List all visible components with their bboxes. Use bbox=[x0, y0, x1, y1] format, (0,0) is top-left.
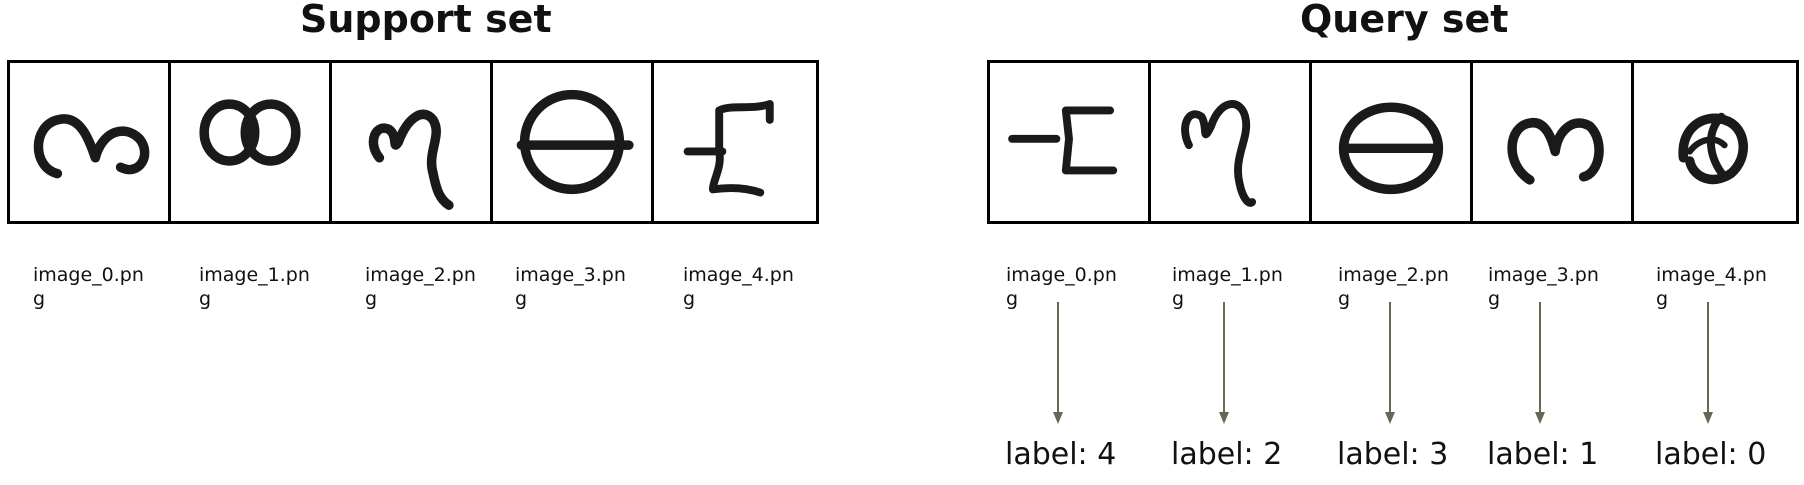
query-image-3[interactable] bbox=[1470, 60, 1634, 224]
support-image-1[interactable] bbox=[168, 60, 332, 224]
loop-bowl-glyph-icon bbox=[1507, 118, 1604, 185]
query-label-1: label: 2 bbox=[1171, 437, 1283, 472]
query-arrow-0 bbox=[1053, 302, 1063, 424]
query-arrow-1 bbox=[1219, 302, 1229, 424]
support-image-3[interactable] bbox=[490, 60, 654, 224]
query-image-1[interactable] bbox=[1148, 60, 1312, 224]
query-image-2[interactable] bbox=[1309, 60, 1473, 224]
hook-tail-glyph-icon bbox=[1181, 100, 1257, 207]
query-label-4: label: 0 bbox=[1655, 437, 1767, 472]
query-filename-3: image_3.png bbox=[1488, 264, 1599, 310]
query-filename-1: image_1.png bbox=[1172, 264, 1283, 310]
support-filename-2: image_2.png bbox=[365, 264, 476, 310]
support-filename-0: image_0.png bbox=[33, 264, 144, 310]
query-filename-4: image_4.png bbox=[1656, 264, 1767, 310]
query-label-2: label: 3 bbox=[1337, 437, 1449, 472]
bracket-glyph-icon bbox=[683, 100, 774, 197]
query-arrow-3 bbox=[1535, 302, 1545, 424]
support-image-2[interactable] bbox=[329, 60, 493, 224]
query-arrow-2 bbox=[1385, 302, 1395, 424]
barred-circle-glyph-icon bbox=[1338, 102, 1444, 195]
bracket-glyph-icon bbox=[1008, 106, 1118, 175]
support-set-title: Support set bbox=[300, 0, 552, 41]
query-label-0: label: 4 bbox=[1005, 437, 1117, 472]
support-filename-3: image_3.png bbox=[515, 264, 626, 310]
query-filename-0: image_0.png bbox=[1006, 264, 1117, 310]
query-set-title: Query set bbox=[1300, 0, 1509, 41]
query-image-0[interactable] bbox=[987, 60, 1151, 224]
barred-circle-glyph-icon bbox=[516, 89, 634, 195]
support-image-4[interactable] bbox=[651, 60, 819, 224]
support-image-0[interactable] bbox=[7, 60, 171, 224]
loop-bowl-glyph-icon bbox=[33, 114, 150, 179]
query-set-strip bbox=[987, 60, 1799, 224]
support-set-strip bbox=[7, 60, 819, 224]
query-label-3: label: 1 bbox=[1487, 437, 1599, 472]
hook-tail-glyph-icon bbox=[368, 109, 454, 210]
looped-circle-glyph-icon bbox=[1678, 112, 1748, 185]
query-filename-2: image_2.png bbox=[1338, 264, 1449, 310]
double-loop-glyph-icon bbox=[199, 99, 301, 166]
support-filename-4: image_4.png bbox=[683, 264, 794, 310]
support-filename-1: image_1.png bbox=[199, 264, 310, 310]
query-arrow-4 bbox=[1703, 302, 1713, 424]
query-image-4[interactable] bbox=[1631, 60, 1799, 224]
